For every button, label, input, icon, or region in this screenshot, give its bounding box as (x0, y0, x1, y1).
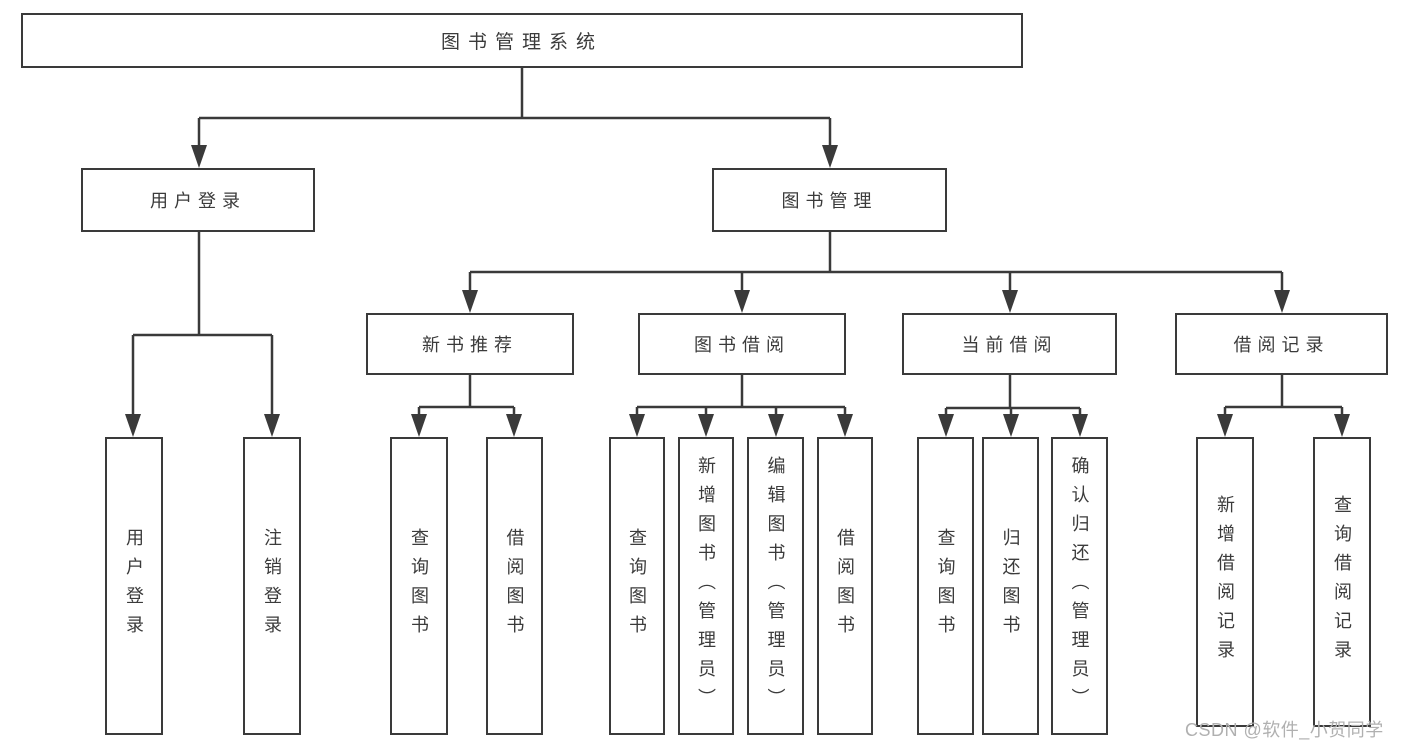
arrowhead (462, 290, 478, 313)
arrowhead (125, 414, 141, 437)
leaf-query-books-recommend: 查询图书 (390, 437, 448, 735)
arrowhead (506, 414, 522, 437)
leaf-edit-books-admin: 编辑图书（管理员） (747, 437, 804, 735)
connector-book-management-group (462, 232, 1290, 313)
node-borrow-records: 借阅记录 (1175, 313, 1388, 375)
arrowhead (264, 414, 280, 437)
arrowhead (629, 414, 645, 437)
leaf-confirm-return-admin: 确认归还（管理员） (1051, 437, 1108, 735)
leaf-query-borrow-record: 查询借阅记录 (1313, 437, 1371, 727)
arrowhead (698, 414, 714, 437)
arrowhead (768, 414, 784, 437)
arrowhead (734, 290, 750, 313)
csdn-watermark: CSDN @软件_小贺同学 (1185, 720, 1384, 740)
arrowhead (1334, 414, 1350, 437)
arrowhead (1274, 290, 1290, 313)
arrowhead (1002, 290, 1018, 313)
arrowhead (1072, 414, 1088, 437)
leaf-user-login: 用户登录 (105, 437, 163, 735)
arrowhead (837, 414, 853, 437)
node-book-borrow: 图书借阅 (638, 313, 846, 375)
connector-borrow-records-group (1217, 375, 1350, 437)
node-book-management: 图书管理 (712, 168, 947, 232)
connector-root-to-level2 (191, 68, 838, 168)
connector-user-login-group (125, 232, 280, 437)
leaf-query-books-borrow: 查询图书 (609, 437, 665, 735)
node-user-login: 用户登录 (81, 168, 315, 232)
arrowhead (191, 145, 207, 168)
arrowhead (411, 414, 427, 437)
connector-current-borrow-group (938, 375, 1088, 437)
node-library-management-system: 图书管理系统 (21, 13, 1023, 68)
leaf-add-books-admin: 新增图书（管理员） (678, 437, 734, 735)
connector-new-book-group (411, 375, 522, 437)
leaf-return-books: 归还图书 (982, 437, 1039, 735)
leaf-borrow-books: 借阅图书 (817, 437, 873, 735)
arrowhead (938, 414, 954, 437)
leaf-query-books-current: 查询图书 (917, 437, 974, 735)
arrowhead (822, 145, 838, 168)
arrowhead (1217, 414, 1233, 437)
leaf-logout: 注销登录 (243, 437, 301, 735)
node-current-borrow: 当前借阅 (902, 313, 1117, 375)
arrowhead (1003, 414, 1019, 437)
leaf-borrow-books-recommend: 借阅图书 (486, 437, 543, 735)
leaf-add-borrow-record: 新增借阅记录 (1196, 437, 1254, 727)
node-new-book-recommend: 新书推荐 (366, 313, 574, 375)
connector-book-borrow-group (629, 375, 853, 437)
